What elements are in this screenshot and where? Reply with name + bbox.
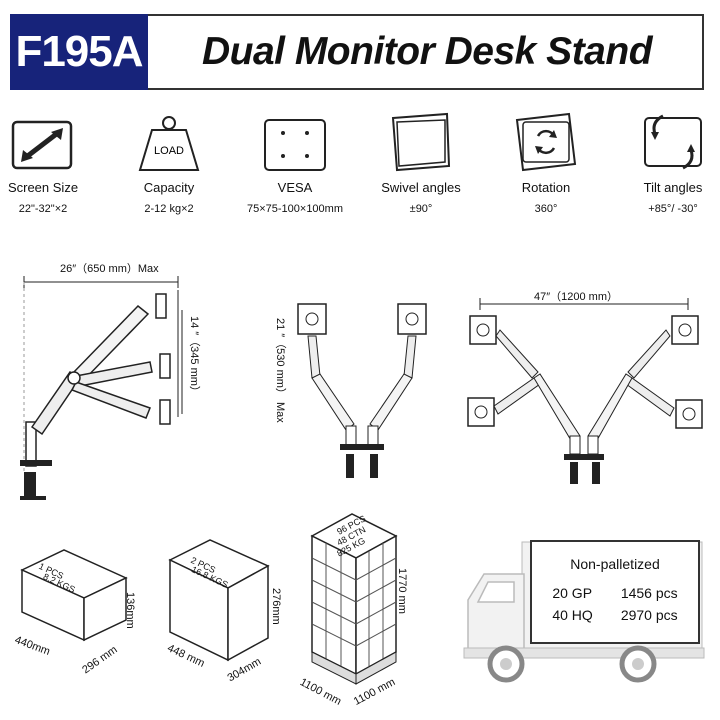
- spec-name: Capacity: [143, 180, 195, 195]
- front-height-label: 21 ″（530 mm） Max: [274, 318, 286, 423]
- table-row: 20 GP 1456 pcs: [538, 582, 691, 604]
- shipping-table: 20 GP 1456 pcs 40 HQ 2970 pcs: [538, 582, 691, 626]
- side-height-label: 14 ″（345 mm）: [188, 316, 200, 397]
- spec-name: VESA: [277, 180, 313, 195]
- spec-swivel: Swivel angles ±90°: [362, 108, 480, 215]
- spec-value: 22"-32"×2: [18, 203, 68, 215]
- single-carton-height: 136mm: [124, 592, 136, 629]
- rotation-icon: [487, 108, 605, 172]
- spec-name: Screen Size: [7, 180, 79, 195]
- spec-capacity: LOAD Capacity 2-12 kg×2: [110, 108, 228, 215]
- shipping-title: Non-palletized: [570, 556, 660, 572]
- load-text: LOAD: [154, 145, 184, 157]
- spread-view-diagram: [467, 298, 703, 484]
- front-view-diagram: [297, 303, 427, 478]
- container-type: 40 HQ: [552, 607, 593, 623]
- container-qty: 2970 pcs: [620, 607, 678, 623]
- spec-value: 360°: [534, 203, 558, 215]
- swivel-icon: [362, 108, 480, 172]
- spec-value: ±90°: [409, 203, 433, 215]
- side-view-diagram: [20, 276, 183, 500]
- container-qty: 1456 pcs: [620, 585, 678, 601]
- spec-screen-size: Screen Size 22"-32"×2: [0, 108, 102, 215]
- pallet-height: 1770 mm: [396, 568, 408, 614]
- vesa-plate-icon: [236, 108, 354, 172]
- tilt-icon: [614, 108, 720, 172]
- model-badge: F195A: [10, 14, 148, 90]
- container-type: 20 GP: [552, 585, 593, 601]
- diagonal-arrow-icon: [0, 108, 102, 172]
- spec-name: Rotation: [521, 180, 571, 195]
- weight-icon: LOAD: [110, 108, 228, 172]
- pallet-diagram: [310, 513, 398, 685]
- side-width-label: 26″（650 mm）Max: [60, 263, 159, 275]
- double-carton-height: 276mm: [270, 588, 282, 625]
- spec-vesa: VESA 75×75-100×100mm: [236, 108, 354, 215]
- spec-name: Swivel angles: [381, 180, 461, 195]
- spec-value: +85°/ -30°: [648, 203, 698, 215]
- shipping-info-box: Non-palletized 20 GP 1456 pcs 40 HQ 2970…: [530, 540, 700, 644]
- spec-name: Tilt angles: [643, 180, 703, 195]
- double-carton-diagram: [168, 539, 270, 662]
- single-carton-diagram: [20, 549, 128, 642]
- spread-width-label: 47″（1200 mm）: [534, 291, 618, 303]
- spec-value: 2-12 kg×2: [144, 203, 194, 215]
- spec-rotation: Rotation 360°: [487, 108, 605, 215]
- product-title: Dual Monitor Desk Stand: [201, 30, 653, 73]
- spec-value: 75×75-100×100mm: [246, 203, 343, 215]
- table-row: 40 HQ 2970 pcs: [538, 604, 691, 626]
- spec-tilt: Tilt angles +85°/ -30°: [614, 108, 720, 215]
